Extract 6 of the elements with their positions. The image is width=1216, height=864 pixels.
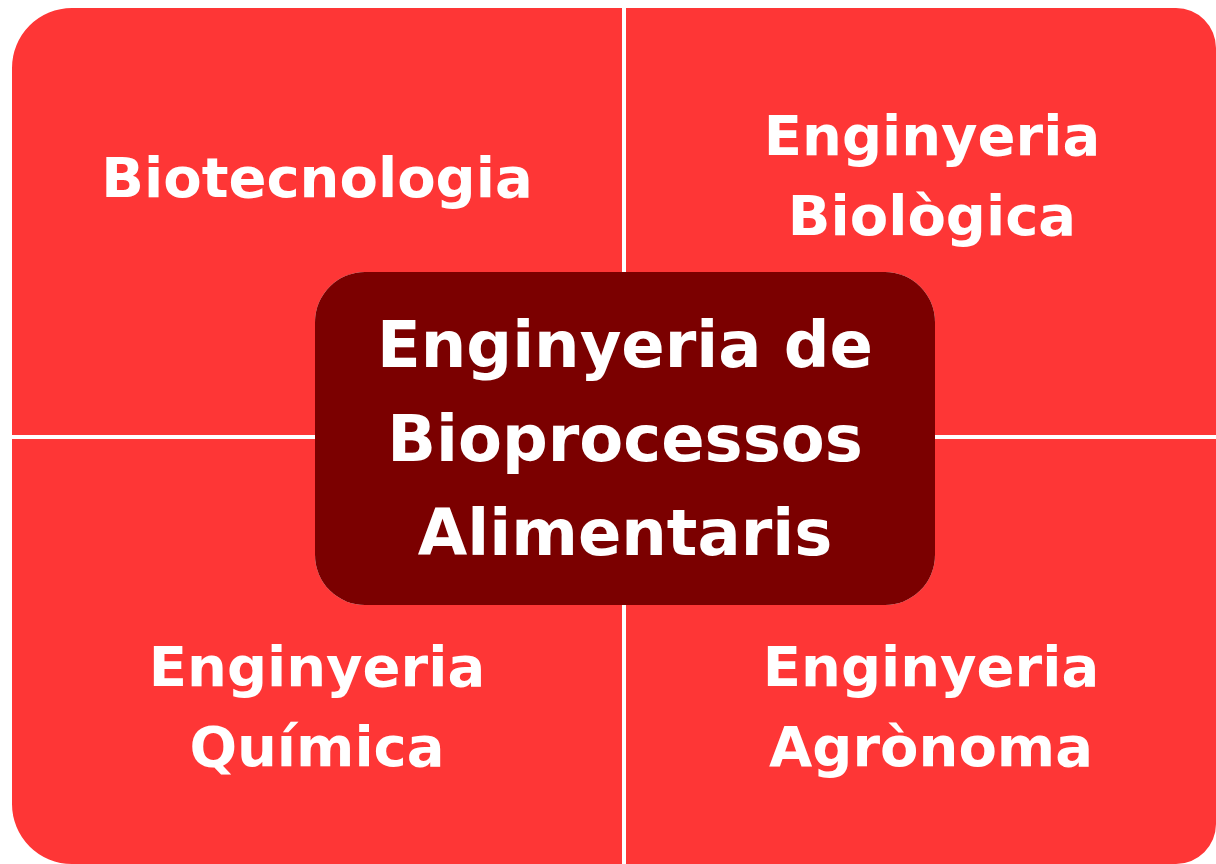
center-title: Enginyeria de Bioprocessos Alimentaris	[376, 307, 874, 572]
quadrant-title: Enginyeria Química	[147, 633, 487, 781]
center-panel	[315, 272, 935, 605]
quadrant-title: Biotecnologia	[100, 144, 534, 212]
quadrant-title: Enginyeria Biològica	[762, 102, 1102, 250]
quadrant-title: Enginyeria Agrònoma	[761, 633, 1101, 781]
